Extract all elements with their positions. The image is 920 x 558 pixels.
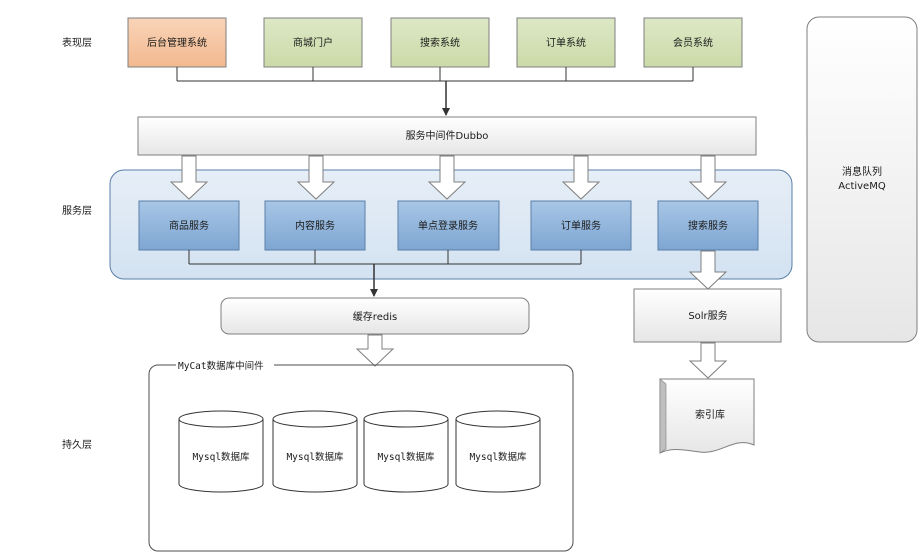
presentation-connectors — [176, 67, 694, 116]
svg-text:商城门户: 商城门户 — [293, 36, 333, 49]
dubbo-middleware[interactable]: 服务中间件Dubbo — [137, 116, 757, 156]
svg-text:Mysql数据库: Mysql数据库 — [377, 451, 435, 463]
svg-text:订单服务: 订单服务 — [561, 219, 601, 232]
database-mysql-3[interactable]: Mysql数据库 — [363, 410, 449, 493]
svg-text:后台管理系统: 后台管理系统 — [147, 36, 207, 49]
svg-text:搜索服务: 搜索服务 — [688, 219, 728, 232]
down-arrow-icon — [169, 155, 209, 200]
svg-text:消息队列: 消息队列 — [842, 165, 882, 178]
solr-service[interactable]: Solr服务 — [633, 288, 782, 343]
svg-text:服务中间件Dubbo: 服务中间件Dubbo — [406, 129, 489, 142]
presentation-system-search[interactable]: 搜索系统 — [390, 17, 490, 68]
dubbo-to-service-arrows — [169, 155, 728, 200]
layer-label-presentation: 表现层 — [62, 36, 92, 49]
service-sso[interactable]: 单点登录服务 — [397, 200, 500, 251]
presentation-system-member[interactable]: 会员系统 — [643, 17, 743, 68]
service-search[interactable]: 搜索服务 — [657, 200, 759, 251]
index-store-document[interactable]: 索引库 — [659, 378, 755, 454]
svg-text:订单系统: 订单系统 — [546, 36, 586, 49]
database-mysql-4[interactable]: Mysql数据库 — [455, 410, 541, 493]
svg-text:单点登录服务: 单点登录服务 — [418, 219, 478, 232]
down-arrow-icon — [561, 155, 601, 200]
down-arrow-icon — [427, 155, 467, 200]
layer-label-persistence: 持久层 — [62, 438, 92, 451]
svg-text:内容服务: 内容服务 — [295, 219, 335, 232]
database-mysql-2[interactable]: Mysql数据库 — [272, 410, 358, 493]
svg-text:Solr服务: Solr服务 — [688, 309, 727, 322]
down-arrow-icon — [688, 342, 728, 379]
svg-text:Mysql数据库: Mysql数据库 — [469, 451, 527, 463]
presentation-system-order[interactable]: 订单系统 — [516, 17, 616, 68]
database-mysql-1[interactable]: Mysql数据库 — [178, 410, 264, 493]
presentation-system-mall-portal[interactable]: 商城门户 — [263, 17, 363, 68]
service-order[interactable]: 订单服务 — [530, 200, 632, 251]
svg-text:搜索系统: 搜索系统 — [420, 36, 460, 49]
down-arrow-icon — [355, 334, 395, 367]
svg-text:Mysql数据库: Mysql数据库 — [192, 451, 250, 463]
mycat-title: MyCat数据库中间件 — [178, 360, 264, 372]
svg-text:缓存redis: 缓存redis — [353, 310, 397, 323]
down-arrow-icon — [688, 250, 728, 290]
service-to-cache-connectors — [188, 250, 582, 297]
layer-label-service: 服务层 — [62, 204, 92, 217]
mycat-container: MyCat数据库中间件 — [148, 358, 574, 552]
presentation-system-admin[interactable]: 后台管理系统 — [127, 17, 227, 68]
message-queue-activemq[interactable]: 消息队列 ActiveMQ — [806, 16, 918, 343]
service-content[interactable]: 内容服务 — [264, 200, 366, 251]
svg-text:Mysql数据库: Mysql数据库 — [286, 451, 344, 463]
svg-text:ActiveMQ: ActiveMQ — [838, 181, 886, 192]
svg-text:索引库: 索引库 — [695, 408, 725, 421]
cache-redis[interactable]: 缓存redis — [220, 297, 530, 335]
down-arrow-icon — [688, 155, 728, 200]
svg-text:商品服务: 商品服务 — [169, 219, 209, 232]
down-arrow-icon — [296, 155, 336, 200]
service-product[interactable]: 商品服务 — [138, 200, 240, 251]
svg-text:会员系统: 会员系统 — [673, 36, 713, 49]
